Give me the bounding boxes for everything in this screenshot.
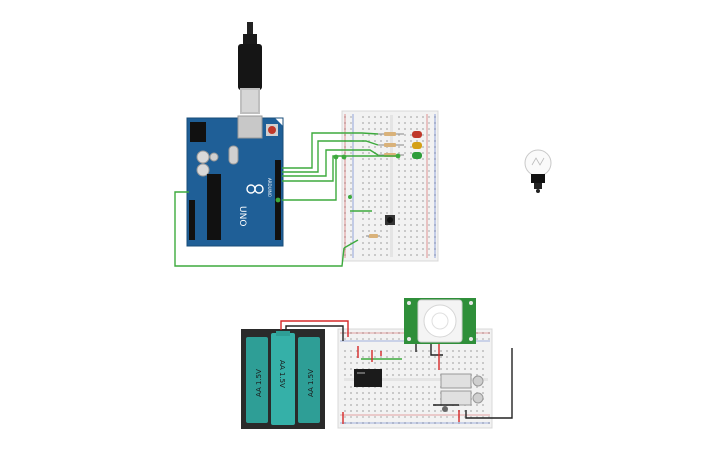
battery-pack[interactable]: AA 1.5V AA 1.5V AA 1.5V — [241, 329, 325, 429]
led-yellow[interactable] — [412, 142, 422, 149]
battery-cell-label: AA 1.5V — [278, 360, 286, 388]
wire-junctions — [275, 153, 401, 203]
arduino-uno-board[interactable]: UNO ARDUINO — [186, 115, 284, 247]
pir-sensor[interactable] — [404, 298, 476, 344]
wires-top[interactable] — [174, 132, 398, 267]
resistor[interactable] — [378, 132, 404, 136]
arduino-brand-label: ARDUINO — [267, 178, 272, 197]
led-red[interactable] — [412, 131, 422, 138]
light-bulb-icon[interactable] — [524, 149, 552, 193]
pushbutton-icon[interactable] — [385, 215, 395, 225]
indicator-led — [442, 406, 448, 412]
relay-icon[interactable] — [354, 369, 382, 387]
arduino-model-label: UNO — [237, 206, 247, 226]
led-green[interactable] — [412, 152, 422, 159]
arduino-logo-icon — [246, 184, 264, 194]
power-outlet[interactable] — [440, 373, 484, 406]
usb-cable-icon[interactable] — [238, 22, 262, 114]
wires-bottom[interactable] — [280, 320, 513, 424]
resistor[interactable] — [378, 143, 404, 147]
battery-cell-label: AA 1.5V — [307, 369, 315, 397]
battery-cell-label: AA 1.5V — [255, 369, 263, 397]
pir-dome-icon — [417, 299, 463, 343]
resistor[interactable] — [366, 234, 380, 238]
